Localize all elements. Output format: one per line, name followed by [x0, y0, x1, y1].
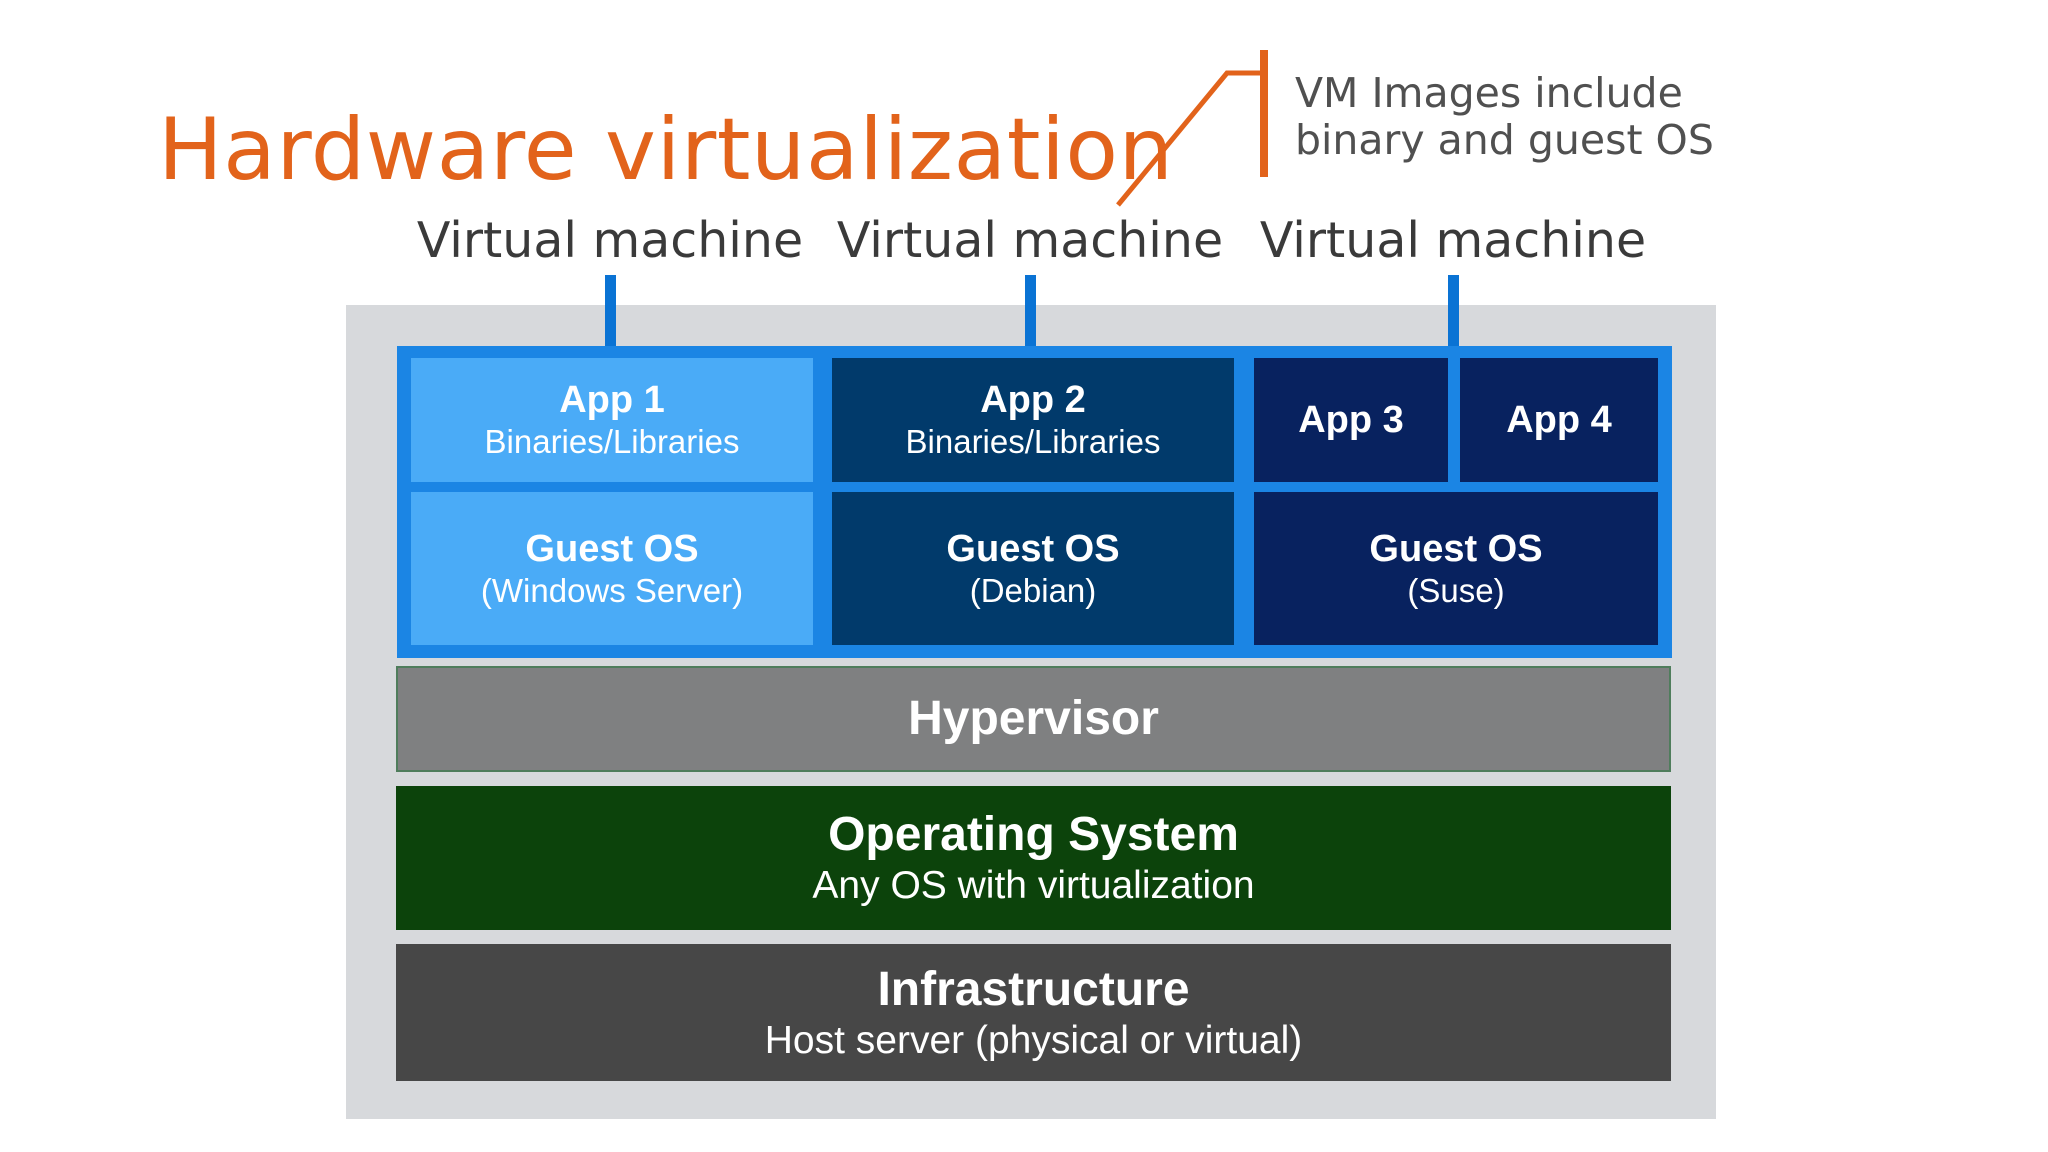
callout-line-2: binary and guest OS — [1295, 116, 1714, 164]
infrastructure-title: Infrastructure — [877, 962, 1190, 1016]
infrastructure-layer: Infrastructure Host server (physical or … — [396, 944, 1671, 1081]
hypervisor-layer: Hypervisor — [396, 666, 1671, 772]
hypervisor-title: Hypervisor — [908, 692, 1159, 745]
vm-label-3: Virtual machine — [1259, 212, 1647, 269]
vm-2-guest-os: Guest OS — [946, 527, 1120, 570]
vm-1-binaries: Binaries/Libraries — [484, 423, 740, 460]
vm-2-os-name: (Debian) — [969, 571, 1097, 609]
vm-1-os-name: (Windows Server) — [480, 571, 744, 609]
vm-3-app-block-a: App 3 — [1254, 358, 1448, 482]
infrastructure-subtitle: Host server (physical or virtual) — [764, 1018, 1303, 1062]
vm-1-app-block: App 1 Binaries/Libraries — [411, 358, 813, 482]
vm-3-app-b: App 4 — [1506, 399, 1612, 441]
operating-system-title: Operating System — [828, 808, 1239, 861]
vm-connector-2 — [1025, 275, 1036, 347]
operating-system-layer: Operating System Any OS with virtualizat… — [396, 786, 1671, 930]
vm-3-app-a: App 3 — [1298, 399, 1404, 441]
vm-1-app: App 1 — [559, 379, 665, 421]
vm-2-app: App 2 — [980, 379, 1086, 421]
page-title: Hardware virtualization — [158, 100, 1174, 200]
vm-label-2: Virtual machine — [836, 212, 1224, 269]
vm-connector-3 — [1448, 275, 1459, 347]
callout-line-1: VM Images include — [1295, 69, 1683, 117]
vm-connector-1 — [605, 275, 616, 347]
vm-3: App 3 App 4 Guest OS (Suse) — [1242, 346, 1672, 658]
operating-system-subtitle: Any OS with virtualization — [812, 864, 1255, 907]
vm-2-binaries: Binaries/Libraries — [905, 423, 1161, 460]
vm-1: App 1 Binaries/Libraries Guest OS (Windo… — [397, 346, 822, 658]
vm-3-app-block-b: App 4 — [1460, 358, 1658, 482]
vm-1-guest-os: Guest OS — [525, 527, 699, 570]
vm-2-os-block: Guest OS (Debian) — [832, 492, 1234, 645]
vm-3-os-name: (Suse) — [1407, 571, 1505, 609]
vm-3-os-block: Guest OS (Suse) — [1254, 492, 1658, 645]
vm-2-app-block: App 2 Binaries/Libraries — [832, 358, 1234, 482]
vm-1-os-block: Guest OS (Windows Server) — [411, 492, 813, 645]
callout-note: VM Images include binary and guest OS — [1295, 70, 1714, 164]
vm-3-guest-os: Guest OS — [1369, 527, 1543, 570]
vm-2: App 2 Binaries/Libraries Guest OS (Debia… — [818, 346, 1246, 658]
vm-label-1: Virtual machine — [416, 212, 804, 269]
